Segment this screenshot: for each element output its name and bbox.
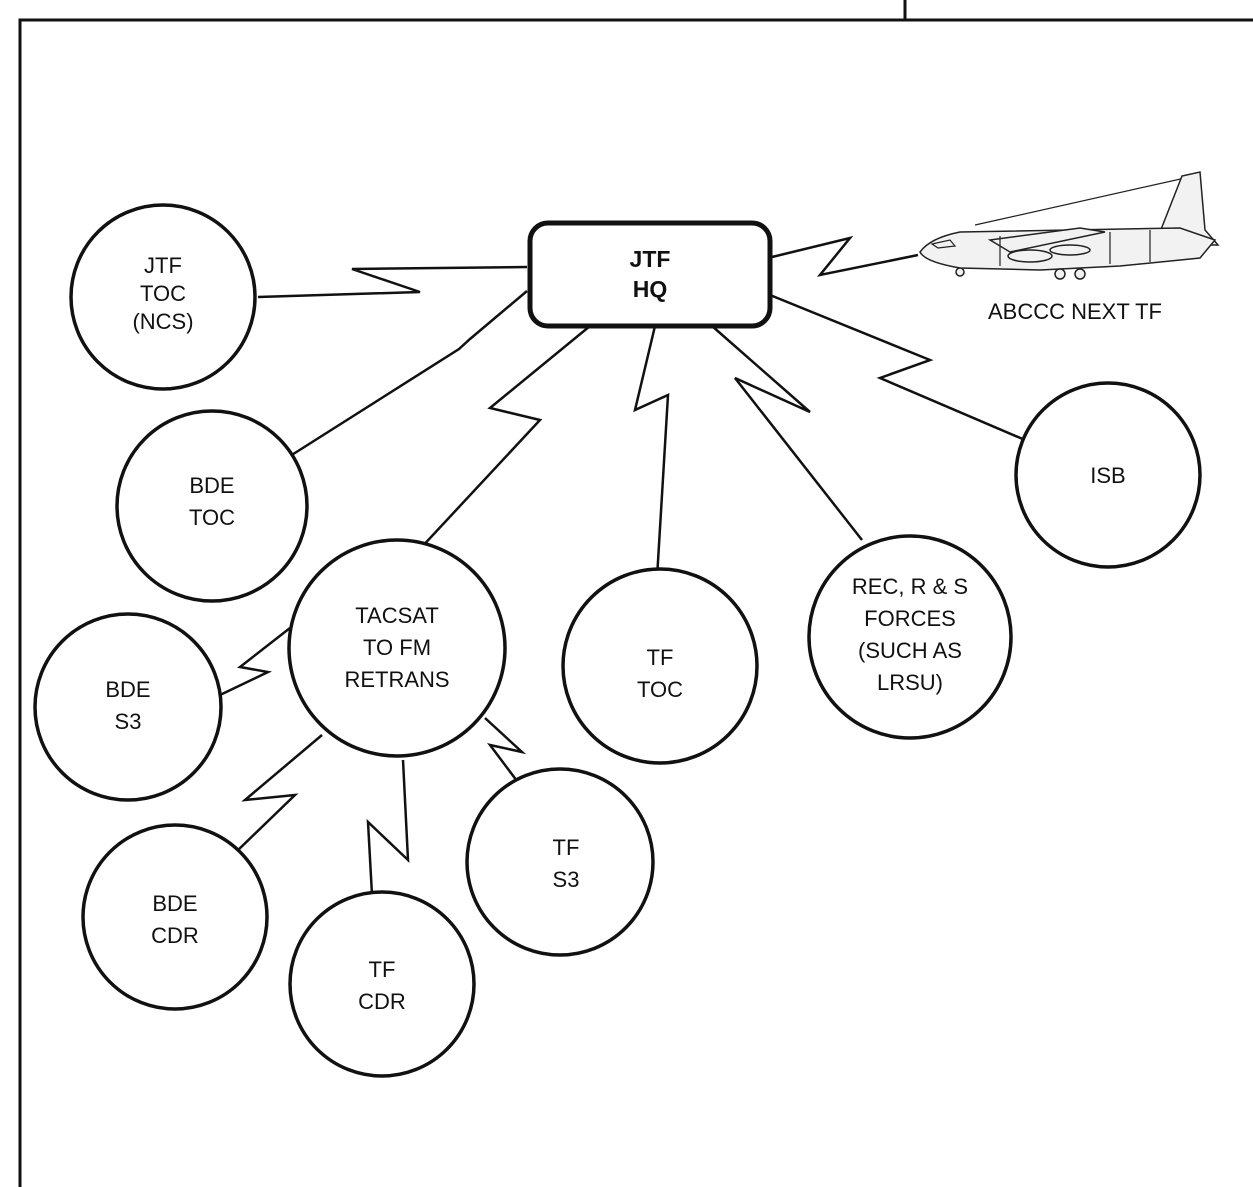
node-label: S3: [115, 709, 142, 734]
node-label: LRSU): [877, 670, 943, 695]
link-tf-cdr: [366, 759, 410, 896]
link-rec-rs: [711, 325, 863, 541]
link-isb: [769, 293, 1026, 442]
node-bde-s3: BDE S3: [33, 612, 223, 802]
node-label: (SUCH AS: [858, 638, 962, 663]
hq-label-line2: HQ: [633, 276, 668, 302]
node-label: BDE: [189, 473, 234, 498]
link-bde-cdr: [234, 734, 323, 854]
link-tacsat: [404, 325, 591, 566]
link-tf-toc: [633, 325, 670, 579]
link-bde-s3: [219, 627, 291, 697]
node-label: CDR: [151, 923, 199, 948]
node-label: TOC: [140, 281, 186, 306]
node-label: CDR: [358, 989, 406, 1014]
node-rec-rs: REC, R & S FORCES (SUCH AS LRSU): [807, 534, 1013, 740]
node-label: REC, R & S: [852, 574, 968, 599]
node-label: S3: [553, 867, 580, 892]
link-tf-s3: [484, 717, 527, 786]
node-label: BDE: [152, 891, 197, 916]
node-label: RETRANS: [344, 667, 449, 692]
node-label: TACSAT: [355, 603, 439, 628]
node-label: TF: [553, 835, 580, 860]
link-bde-toc: [286, 290, 528, 460]
node-label: TOC: [189, 505, 235, 530]
node-bde-toc: BDE TOC: [115, 409, 309, 603]
node-label: ISB: [1090, 463, 1125, 488]
node-label: TO FM: [363, 635, 431, 660]
links: [219, 235, 1026, 896]
node-label: (NCS): [132, 309, 193, 334]
node-isb: ISB: [1014, 381, 1202, 569]
aircraft-icon: [919, 171, 1220, 280]
node-label: TF: [369, 957, 396, 982]
page-frame: [18, 0, 1253, 1187]
link-aircraft: [771, 235, 919, 277]
link-jtf-toc: [257, 265, 528, 299]
node-label: TF: [647, 645, 674, 670]
hq-label-line1: JTF: [630, 246, 671, 272]
node-tacsat: TACSAT TO FM RETRANS: [287, 538, 507, 758]
node-bde-cdr: BDE CDR: [81, 823, 269, 1011]
node-label: TOC: [637, 677, 683, 702]
jtf-hq-box: JTF HQ: [527, 220, 773, 329]
node-label: FORCES: [864, 606, 956, 631]
node-label: JTF: [144, 253, 182, 278]
node-tf-toc: TF TOC: [561, 567, 759, 765]
node-jtf-toc: JTF TOC (NCS): [69, 203, 257, 391]
node-tf-cdr: TF CDR: [288, 890, 476, 1078]
aircraft-label: ABCCC NEXT TF: [988, 299, 1162, 324]
node-label: BDE: [105, 677, 150, 702]
node-tf-s3: TF S3: [465, 767, 655, 957]
